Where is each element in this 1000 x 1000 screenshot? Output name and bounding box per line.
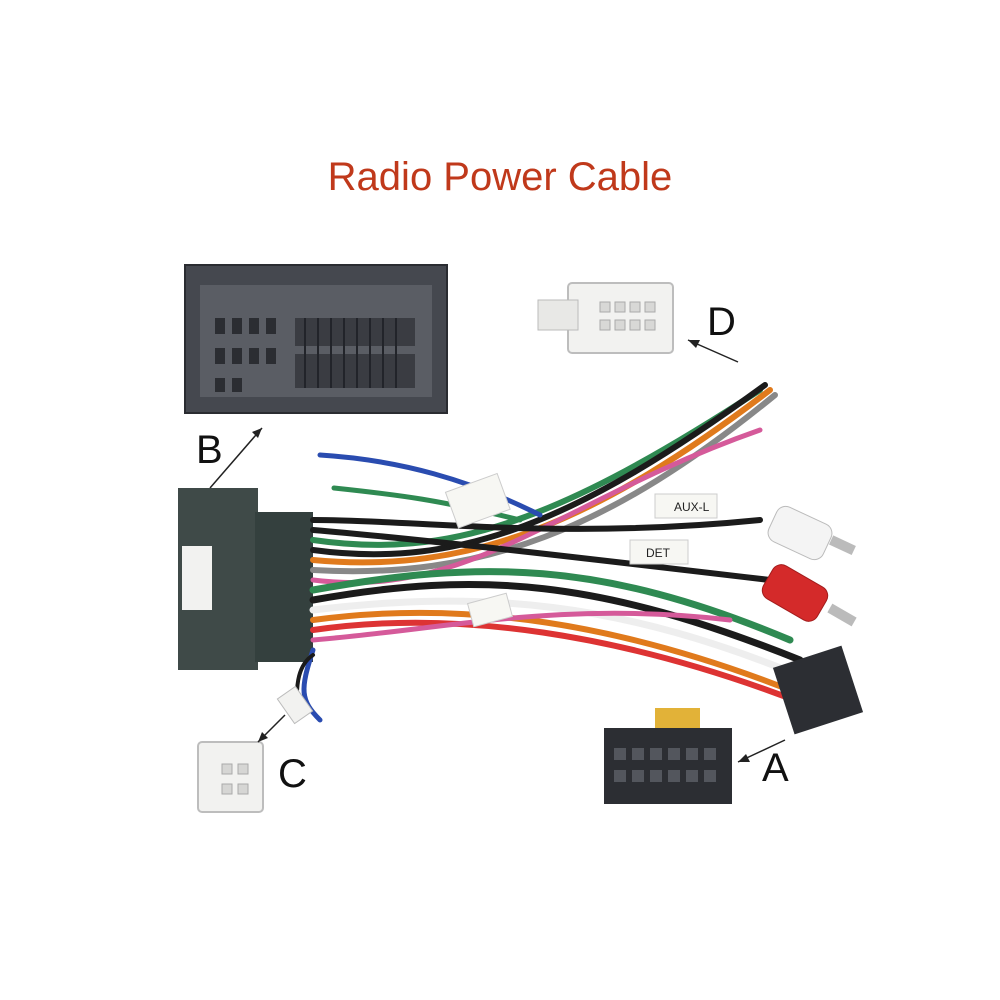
wire-bundle	[293, 382, 823, 723]
wire-tags	[444, 472, 718, 628]
main-connector	[178, 488, 313, 670]
tag-det: DET	[646, 546, 671, 560]
callout-b: B	[196, 428, 223, 472]
connector-b	[184, 264, 448, 414]
page-title: Radio Power Cable	[327, 155, 673, 199]
connector-d	[537, 282, 674, 354]
arrow-b	[209, 427, 263, 489]
harness-plug	[772, 645, 864, 735]
callout-c: C	[278, 752, 307, 796]
callout-d: D	[707, 300, 736, 344]
connector-a	[604, 708, 732, 804]
tag-aux-l: AUX-L	[674, 500, 710, 514]
rca-red	[761, 564, 857, 627]
connector-c	[197, 741, 264, 813]
rca-white	[767, 505, 856, 561]
callout-a: A	[762, 746, 789, 790]
